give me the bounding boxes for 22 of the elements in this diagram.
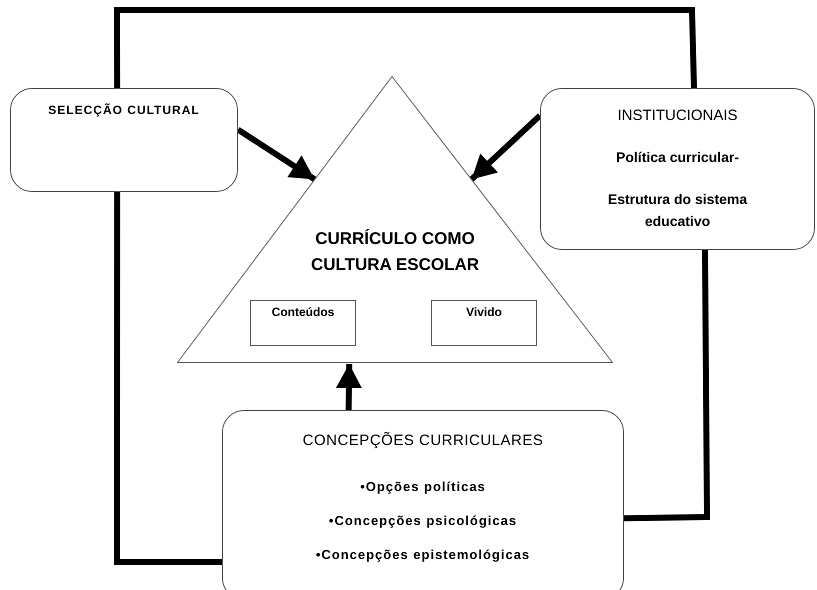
connector-line	[114, 192, 222, 565]
arrow	[236, 127, 316, 182]
bullet-item: •Concepções epistemológicas	[316, 546, 530, 564]
box-label: Conteúdos	[272, 304, 334, 321]
rounded-box	[540, 88, 815, 250]
box-heading: INSTITUCIONAIS	[617, 106, 738, 126]
box-text: Política curricular-	[616, 148, 739, 167]
box-label: Vivido	[466, 304, 502, 321]
box-heading: CONCEPÇÕES CURRICULARES	[302, 430, 544, 451]
arrow	[336, 364, 362, 410]
connector-line	[114, 7, 697, 88]
arrow	[470, 113, 542, 182]
bullet-item: •Concepções psicológicas	[328, 512, 518, 530]
rectangle-box	[431, 300, 537, 346]
connector-line	[624, 250, 710, 522]
triangle-title: CURRÍCULO COMO CULTURA ESCOLAR	[310, 228, 480, 276]
rectangle-box	[250, 300, 356, 346]
rounded-box	[10, 88, 238, 192]
box-text: Estrutura do sistema educativo	[606, 190, 748, 231]
bullet-item: •Opções políticas	[360, 478, 486, 496]
box-heading: SELECÇÃO CULTURAL	[48, 102, 200, 119]
rounded-box	[222, 410, 624, 590]
